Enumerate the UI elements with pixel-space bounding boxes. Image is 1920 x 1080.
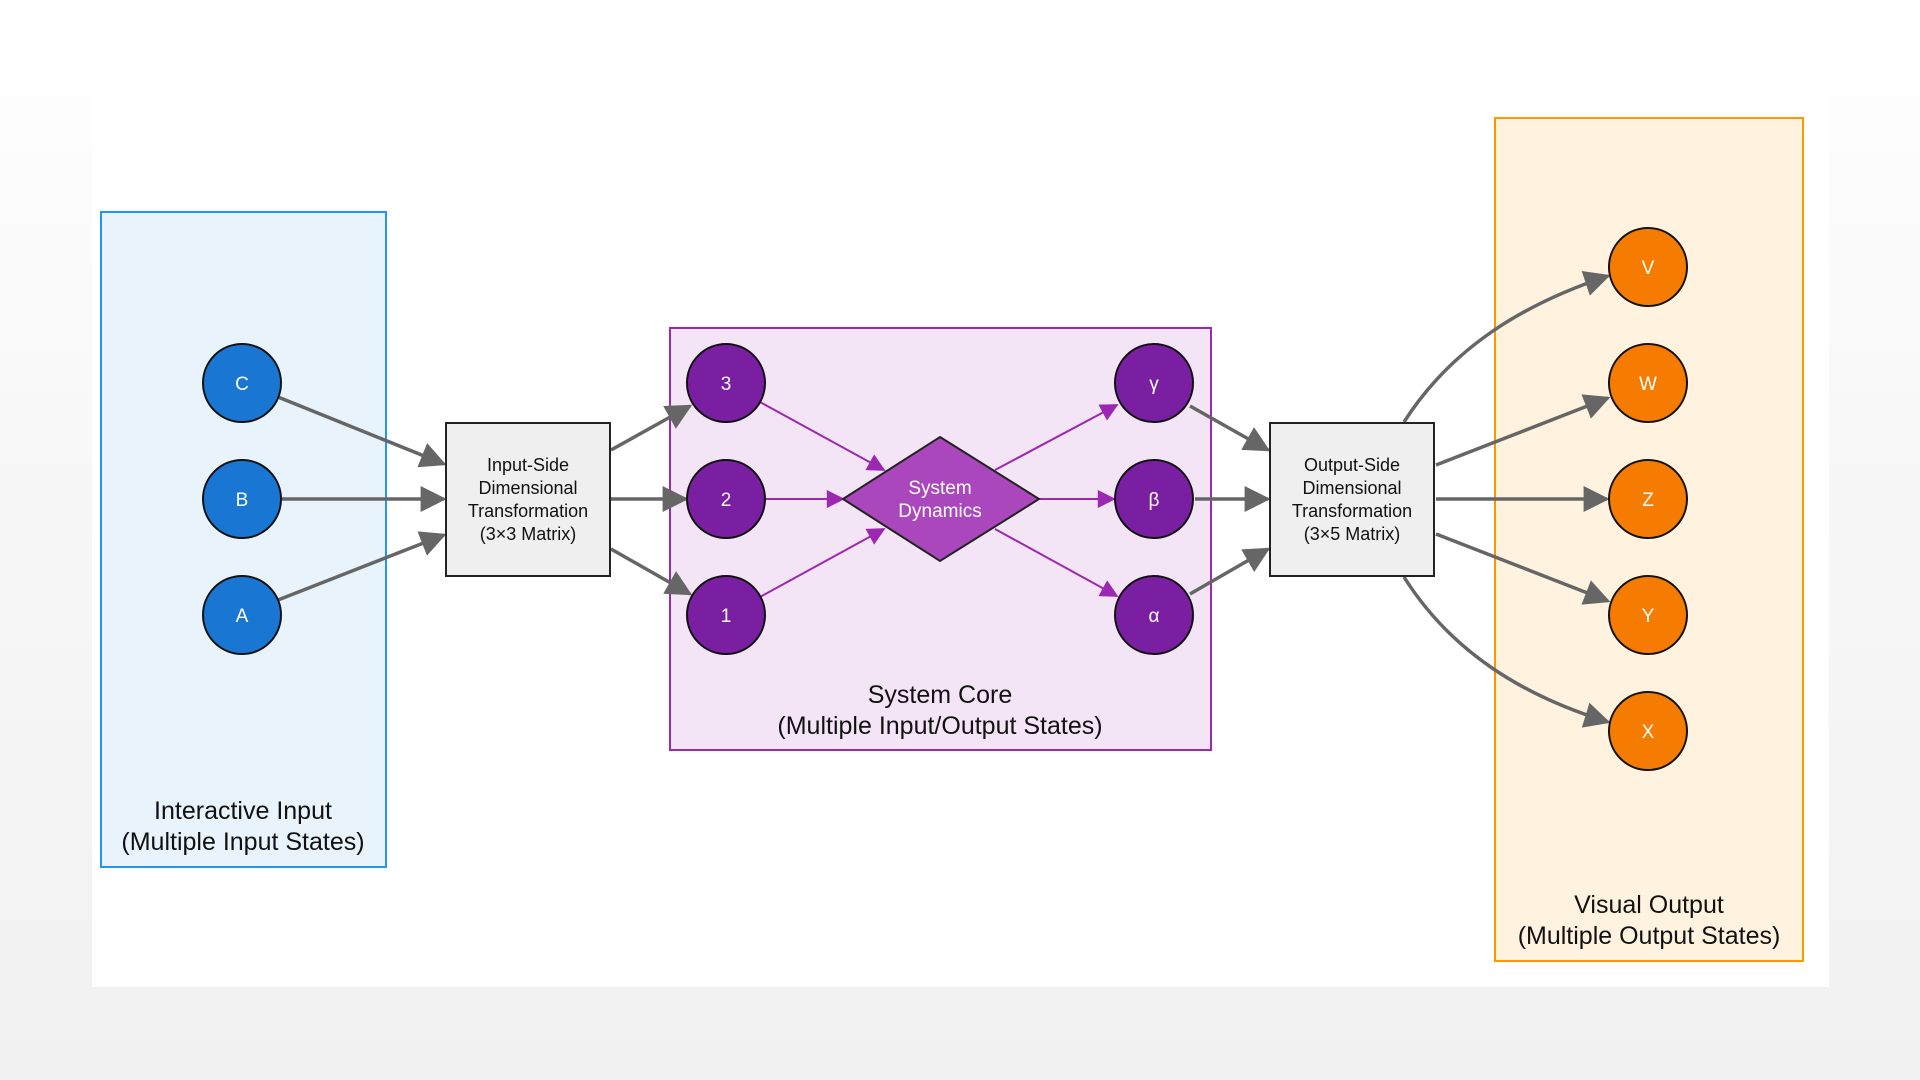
output-transform-line-2: Dimensional [1302,478,1401,498]
output-transform-rect [1269,422,1435,577]
input-edges [277,395,447,602]
input-node-b: B [202,459,282,539]
edge-c-to-input-transform [277,395,447,468]
output-transform-line-4: (3×5 Matrix) [1304,524,1401,544]
edge-output-transform-to-x [1402,576,1611,728]
output-node-w-circle [1608,343,1688,423]
input-transform-line-4: (3×3 Matrix) [480,524,577,544]
input-group-subtitle: (Multiple Input States) [121,828,364,856]
output-node-v: V [1608,227,1688,307]
output-transform-line-3: Transformation [1292,501,1412,521]
output-group-subtitle: (Multiple Output States) [1518,922,1781,950]
output-node-z-circle [1608,459,1688,539]
edge-input-transform-to-3 [610,404,693,452]
core-node-2-label: 2 [721,490,732,511]
core-node-alpha-label: α [1149,606,1160,627]
core-node-beta-label: β [1149,490,1160,511]
input-node-b-circle [202,459,282,539]
dynamics-line-1: System [908,478,971,499]
core-edges [759,401,1119,598]
input-transform-line-2: Dimensional [478,478,577,498]
input-group-box [100,211,387,868]
output-transform-line-1: Output-Side [1304,455,1400,475]
core-node-3-label: 3 [721,374,732,395]
edge-output-transform-to-w [1435,394,1611,467]
edge-a-to-input-transform [277,531,447,602]
core-node-1-circle [686,575,766,655]
core-node-1-label: 1 [721,606,732,627]
edge-dynamics-to-alpha [994,528,1119,597]
edge-dynamics-to-gamma [994,404,1119,471]
edge-3-to-dynamics [759,401,886,471]
core-node-beta: β [1114,459,1194,539]
output-node-w-label: W [1639,374,1657,395]
dynamics-shape [841,435,1041,563]
core-node-2-circle [686,459,766,539]
output-node-y-label: Y [1642,606,1655,627]
system-dynamics-diamond: System Dynamics [841,435,1041,563]
output-node-v-label: V [1642,258,1655,279]
core-node-3-circle [686,343,766,423]
input-node-a-label: A [236,606,249,627]
input-transform-box: Input-Side Dimensional Transformation (3… [445,422,611,577]
dynamics-line-2: Dynamics [898,501,981,522]
core-node-gamma-circle [1114,343,1194,423]
output-group-title: Visual Output [1574,891,1724,919]
output-node-v-circle [1608,227,1688,307]
output-edges [1402,270,1611,728]
output-node-z: Z [1608,459,1688,539]
edge-alpha-to-output-transform [1189,547,1271,596]
edge-output-transform-to-v [1402,270,1611,423]
input-node-c-circle [202,343,282,423]
core-node-3: 3 [686,343,766,423]
core-group-title: System Core [868,681,1012,709]
core-to-transform-edges [1189,404,1271,596]
core-group-subtitle: (Multiple Input/Output States) [777,712,1102,740]
input-group-title: Interactive Input [154,797,332,825]
input-node-a: A [202,575,282,655]
edge-input-transform-to-1 [610,547,693,596]
edge-output-transform-to-y [1435,532,1611,605]
output-node-x: X [1608,691,1688,771]
output-transform-box: Output-Side Dimensional Transformation (… [1269,422,1435,577]
edge-1-to-dynamics [759,528,886,598]
core-node-2: 2 [686,459,766,539]
input-node-c: C [202,343,282,423]
output-node-z-label: Z [1642,490,1654,511]
input-node-b-label: B [236,490,249,511]
core-node-gamma: γ [1114,343,1194,423]
output-node-x-circle [1608,691,1688,771]
core-node-1: 1 [686,575,766,655]
edge-gamma-to-output-transform [1189,404,1271,452]
output-node-w: W [1608,343,1688,423]
input-transform-rect [445,422,611,577]
core-node-beta-circle [1114,459,1194,539]
transform-to-core-edges [610,404,693,596]
output-node-y: Y [1608,575,1688,655]
input-node-c-label: C [235,374,249,395]
core-node-alpha: α [1114,575,1194,655]
output-node-x-label: X [1642,722,1655,743]
output-node-y-circle [1608,575,1688,655]
input-node-a-circle [202,575,282,655]
input-transform-line-1: Input-Side [487,455,569,475]
core-node-alpha-circle [1114,575,1194,655]
core-node-gamma-label: γ [1149,374,1159,395]
input-transform-line-3: Transformation [468,501,588,521]
